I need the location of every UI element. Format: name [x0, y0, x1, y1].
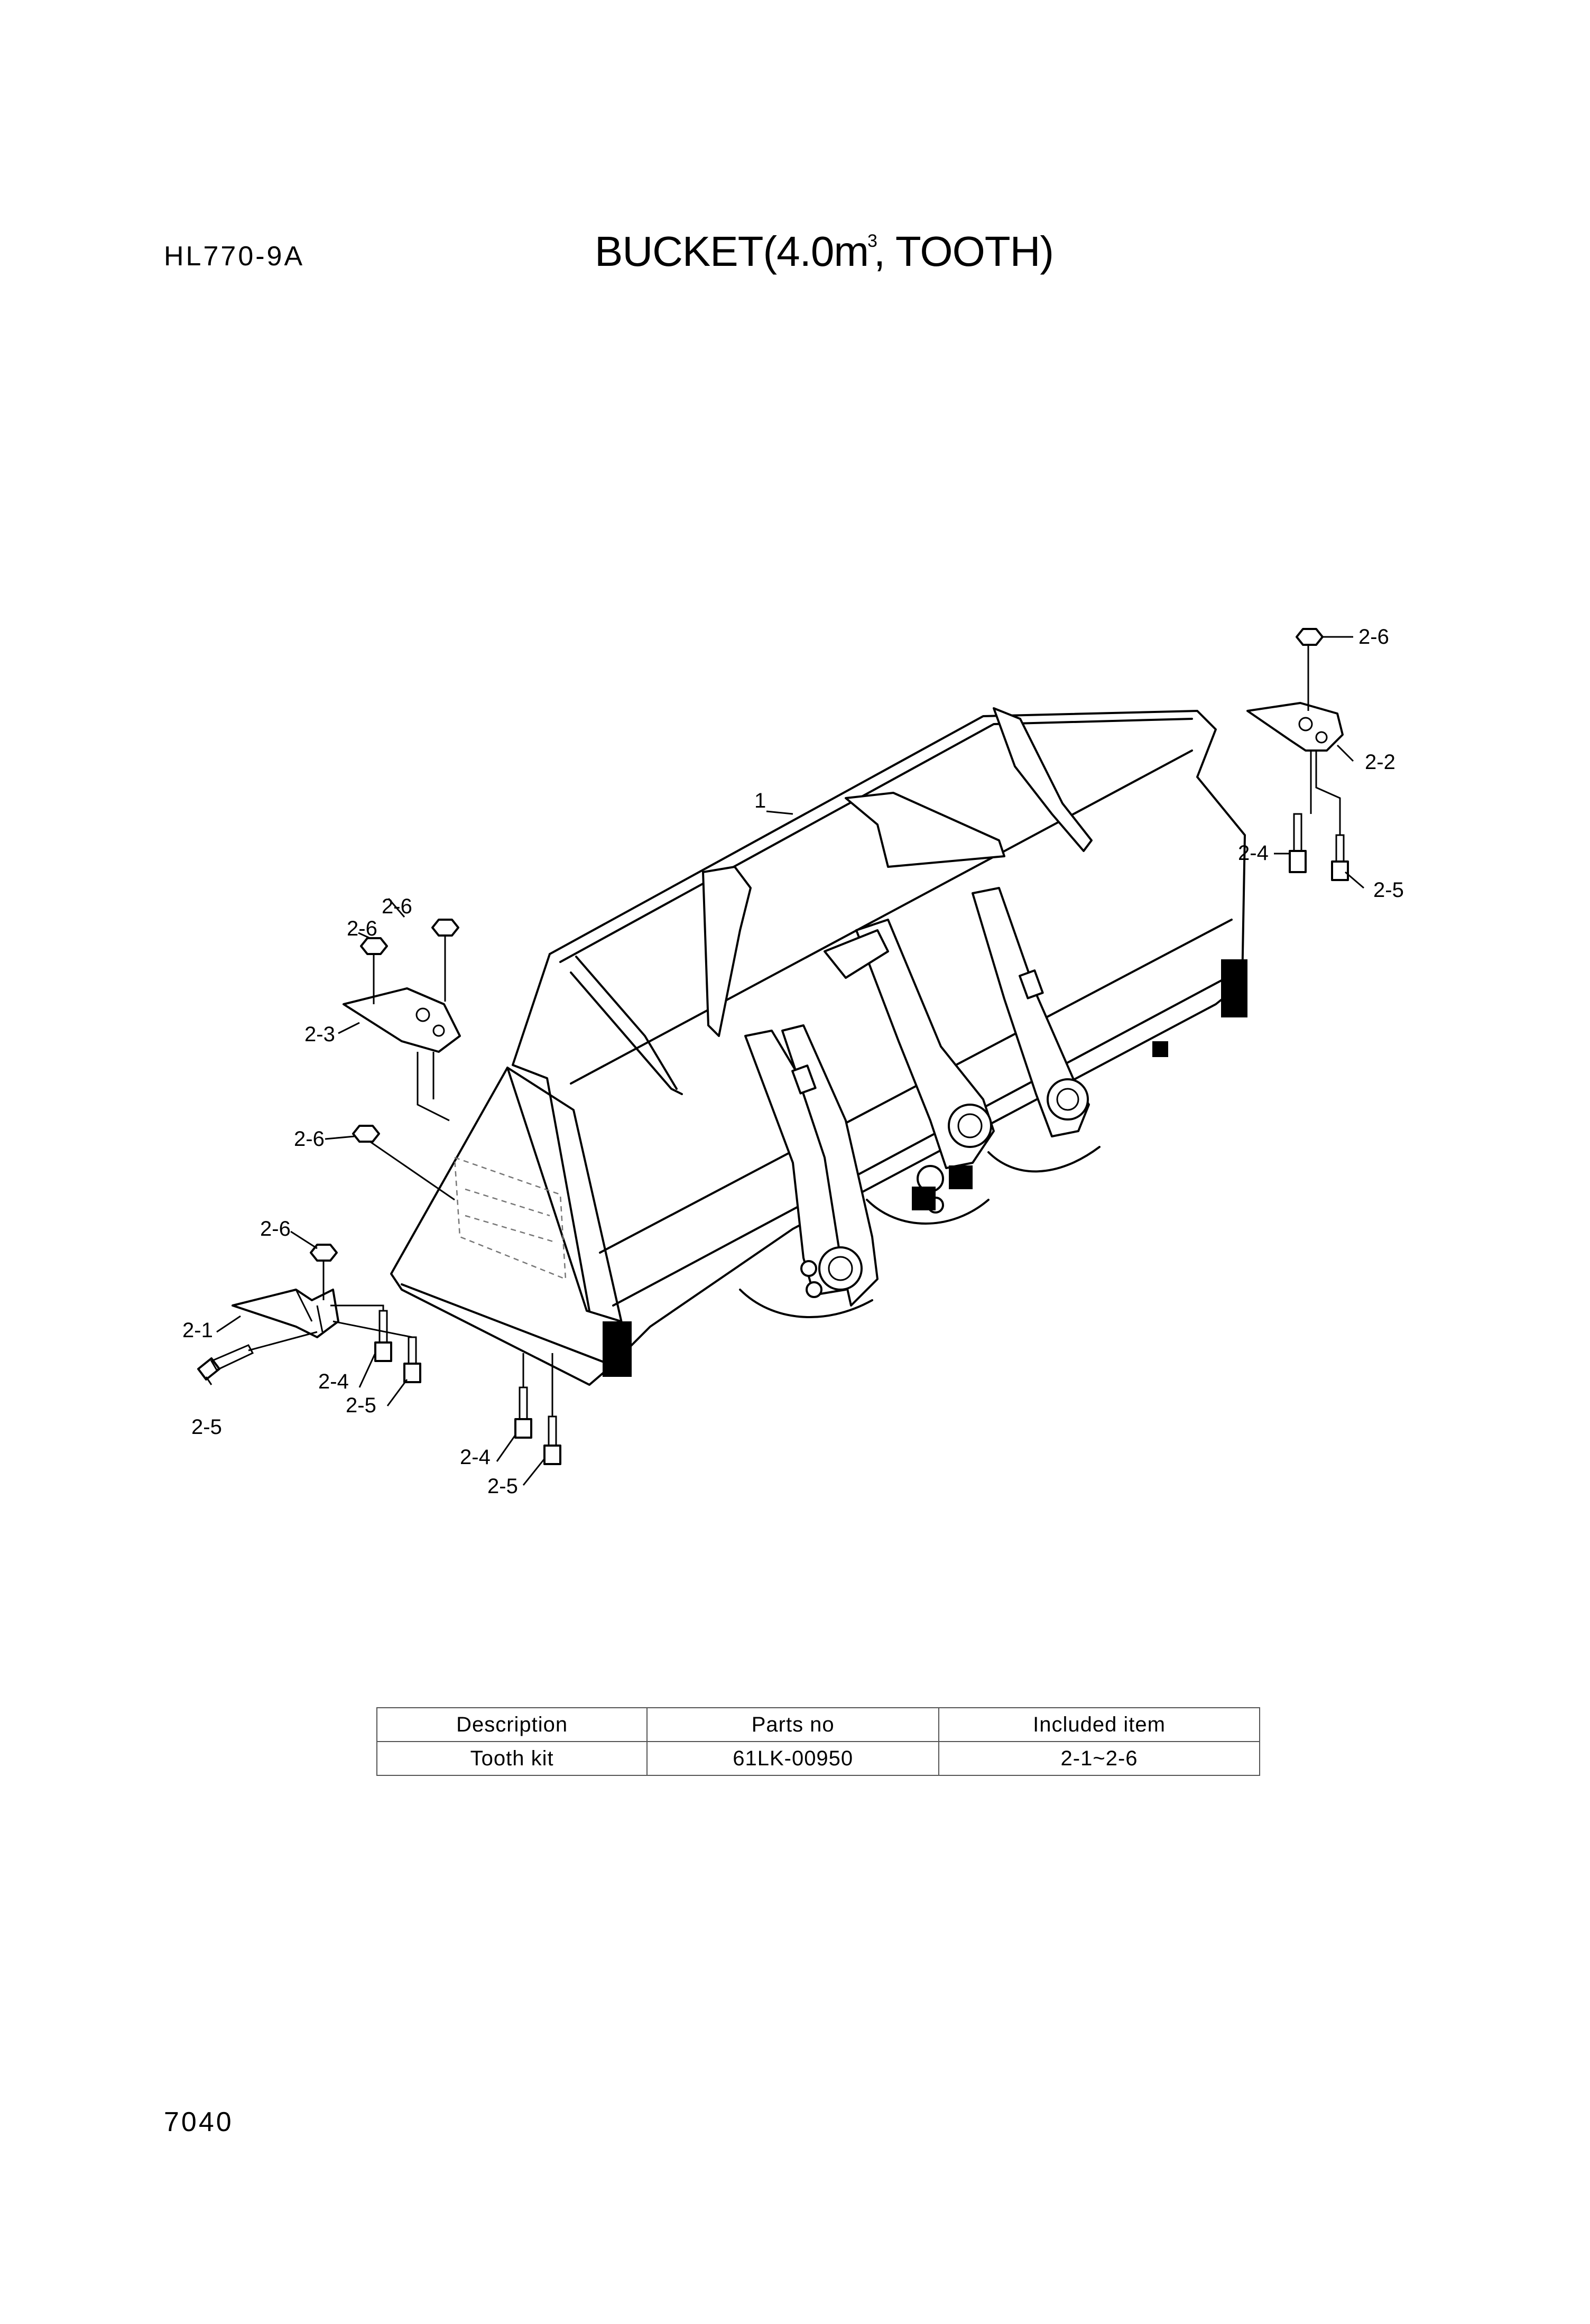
table-header-row: Description Parts no Included item [376, 1707, 1260, 1742]
cell-included-item: 2-1~2-6 [938, 1741, 1260, 1776]
callout-2-4-bottom: 2-4 [460, 1446, 491, 1469]
edge-marker [1221, 959, 1247, 1017]
callout-2-6-top: 2-6 [382, 895, 412, 918]
title-tail: , TOOTH) [873, 228, 1054, 275]
tooth-right [1246, 702, 1344, 752]
callout-2-4-left: 2-4 [318, 1370, 349, 1393]
title-main: BUCKET(4.0m [595, 228, 869, 275]
assembly-lines [248, 645, 1341, 1416]
callout-2-6-top2: 2-6 [347, 917, 377, 940]
bolt-icon [197, 813, 1349, 1465]
callout-2-3: 2-3 [304, 1023, 335, 1046]
page-number: 7040 [164, 2107, 234, 2137]
callout-2-2: 2-2 [1365, 751, 1395, 774]
callout-2-5-right: 2-5 [1373, 878, 1404, 902]
callout-2-5-left: 2-5 [191, 1415, 222, 1439]
callout-2-4-right: 2-4 [1238, 841, 1269, 865]
cell-description: Tooth kit [376, 1741, 648, 1776]
col-included-item: Included item [938, 1707, 1260, 1742]
col-parts-no: Parts no [646, 1707, 940, 1742]
callout-2-6-low: 2-6 [260, 1217, 291, 1240]
page-title: BUCKET(4.0m3, TOOTH) [595, 227, 1054, 276]
callout-2-1: 2-1 [182, 1319, 213, 1342]
tooth-corner [343, 987, 461, 1053]
pin-boss [948, 1104, 992, 1148]
callout-1: 1 [754, 789, 766, 812]
cell-parts-no: 61LK-00950 [646, 1741, 940, 1776]
callout-2-5-bottom: 2-5 [487, 1475, 518, 1498]
pin-boss [1047, 1078, 1089, 1121]
table-row: Tooth kit 61LK-00950 2-1~2-6 [376, 1741, 1260, 1776]
callout-leaders [205, 636, 1364, 1486]
title-superscript: 3 [867, 231, 877, 251]
callout-2-6-right: 2-6 [1358, 625, 1389, 649]
callout-2-6-mid: 2-6 [294, 1127, 325, 1151]
edge-marker [603, 1321, 632, 1377]
bucket-body [390, 707, 1247, 1386]
model-code: HL770-9A [164, 241, 305, 272]
parts-table: Description Parts no Included item Tooth… [376, 1707, 1260, 1776]
col-description: Description [376, 1707, 648, 1742]
pin-boss [818, 1246, 863, 1291]
nut-icon [310, 628, 1324, 1262]
callout-2-5-mid: 2-5 [346, 1394, 376, 1417]
tooth-left [232, 1289, 339, 1338]
